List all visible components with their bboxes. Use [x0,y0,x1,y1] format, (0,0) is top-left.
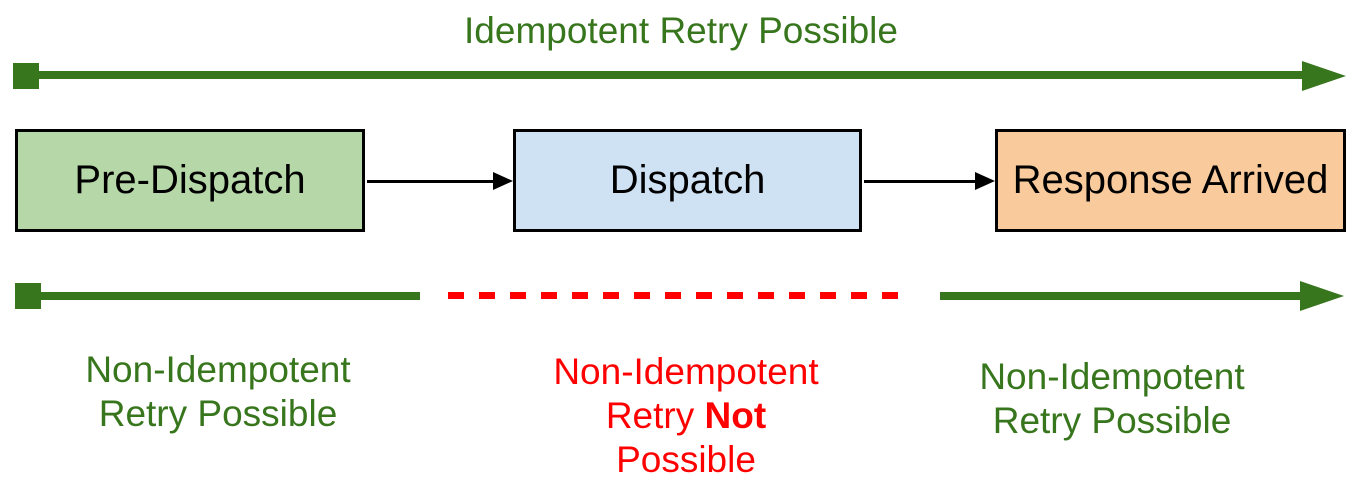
label-line: Non-Idempotent [553,351,819,392]
bottom-left-green-line [32,292,420,300]
label-non-idempotent-right: Non-Idempotent Retry Possible [912,355,1312,443]
state-box-label: Pre-Dispatch [74,158,306,202]
state-box-label: Response Arrived [1012,158,1329,202]
label-non-idempotent-middle: Non-Idempotent Retry Not Possible [486,350,886,482]
retry-not-possible-dashed-line [448,292,905,299]
label-non-idempotent-left: Non-Idempotent Retry Possible [18,348,418,436]
label-line: Non-Idempotent [85,349,351,390]
label-line: Possible [616,439,756,480]
state-box-pre-dispatch: Pre-Dispatch [15,129,365,232]
label-line: Non-Idempotent [979,356,1245,397]
label-line-bold-text: Not [704,395,767,436]
bottom-arrow-head [1300,281,1344,311]
state-box-dispatch: Dispatch [513,129,862,232]
connector-line-2 [864,180,977,183]
bottom-right-green-line [940,292,1302,300]
state-box-response-arrived: Response Arrived [995,129,1346,232]
timeline-arrow-head [1302,61,1346,91]
label-line: Retry Possible [98,393,338,434]
connector-arrow-head-2 [975,172,995,190]
diagram-title: Idempotent Retry Possible [464,10,898,51]
label-line: Retry Possible [992,400,1232,441]
label-line: Retry Not [486,394,886,438]
label-line-normal-text: Retry [605,395,705,436]
connector-line-1 [367,180,497,183]
connector-arrow-head-1 [493,172,513,190]
state-box-label: Dispatch [609,158,766,202]
timeline-arrow-line [30,71,1304,79]
